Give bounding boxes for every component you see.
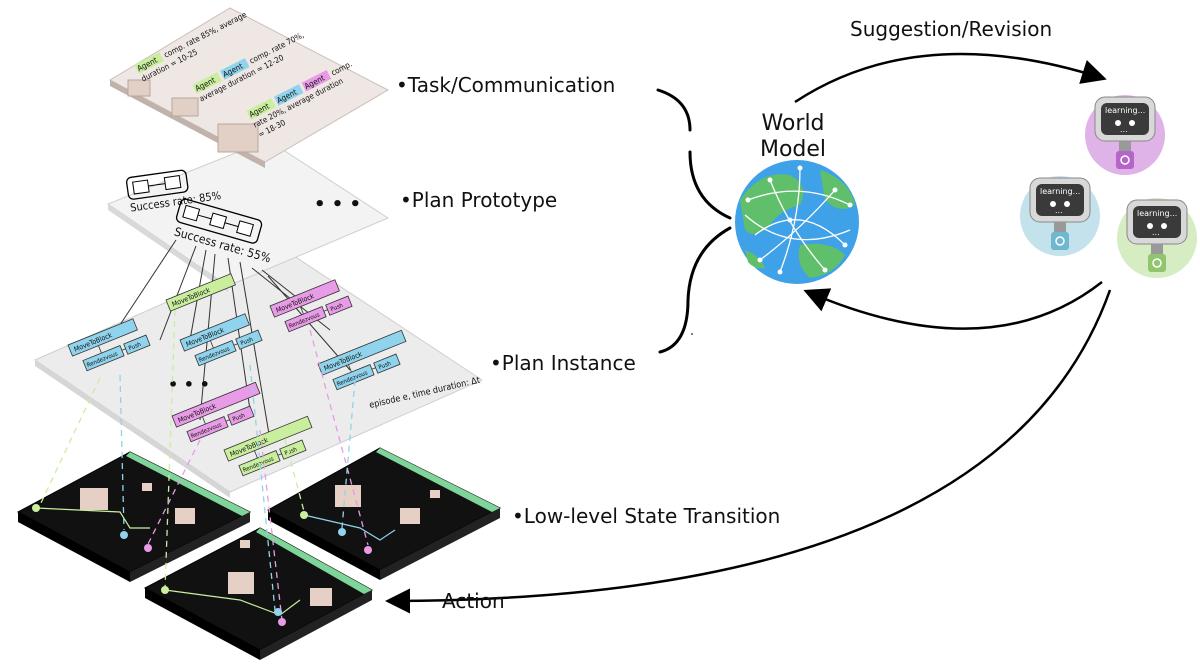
instance-move-box xyxy=(171,381,261,428)
robot-neck xyxy=(1151,244,1163,254)
action-arrow xyxy=(385,289,1112,614)
world-model-line2: Model xyxy=(760,137,826,162)
instance-move-box xyxy=(67,318,138,357)
instance-move-box xyxy=(317,329,407,376)
world-model-line1: World xyxy=(761,111,824,136)
robot-screen-text: learning... xyxy=(1105,106,1145,115)
robot-dots: ... xyxy=(1055,206,1063,215)
robot-eye xyxy=(1147,223,1153,229)
layers-brace xyxy=(656,88,732,354)
instance-push-label: Push xyxy=(330,302,345,313)
power-icon xyxy=(1055,236,1065,246)
instance-push-box xyxy=(325,295,353,316)
robot-agent: learning...... xyxy=(1085,95,1165,175)
robot-body xyxy=(1051,232,1069,250)
instance-push-box xyxy=(227,405,255,426)
agent-highlight xyxy=(219,58,250,80)
robot-screen xyxy=(1133,206,1181,238)
robot-screen-text: learning... xyxy=(1137,209,1177,218)
robot-screen xyxy=(1101,103,1149,135)
prototype-ellipsis: • • • xyxy=(314,194,361,215)
robot-eye xyxy=(1129,120,1135,126)
label-plan-instance: •Plan Instance xyxy=(490,351,636,375)
instance-push-label: Push xyxy=(240,336,255,347)
instance-push-label: Push xyxy=(284,446,299,457)
instance-push-box xyxy=(235,329,263,350)
lowlevel-board-right xyxy=(266,447,502,580)
robot-body xyxy=(1148,254,1166,272)
agent-highlight xyxy=(134,52,164,74)
agent-highlight xyxy=(301,70,332,92)
agent-highlight xyxy=(273,84,304,106)
task-cube xyxy=(171,97,199,117)
task-cube xyxy=(217,123,259,153)
lowlevel-board-left xyxy=(16,451,252,582)
robot-agent: learning...... xyxy=(1117,198,1197,278)
agent-highlight xyxy=(192,72,222,94)
instance-push-label: Push xyxy=(232,412,247,423)
instance-push-box xyxy=(279,439,307,460)
instance-move-box xyxy=(223,415,313,462)
instance-move-box xyxy=(165,273,236,312)
robot-screen-text: learning... xyxy=(1040,187,1080,196)
feedback-arrow xyxy=(803,281,1103,330)
instance-move-box xyxy=(179,313,250,352)
robot-eye xyxy=(1064,201,1070,207)
robot-dots: ... xyxy=(1120,125,1128,134)
instance-push-label: Push xyxy=(128,341,143,352)
robots: learning......learning......learning....… xyxy=(1020,95,1197,278)
instance-push-box xyxy=(373,353,401,374)
instance-push-label: Push xyxy=(378,360,393,371)
label-lowlevel: •Low-level State Transition xyxy=(512,504,780,528)
plan-prototype-layer xyxy=(106,139,390,292)
label-plan-prototype: •Plan Prototype xyxy=(400,188,557,212)
robot-eye xyxy=(1050,201,1056,207)
instance-push-box xyxy=(123,334,151,355)
suggestion-label: Suggestion/Revision xyxy=(850,17,1052,41)
label-task-communication: •Task/Communication xyxy=(396,73,615,97)
action-label: Action xyxy=(442,589,505,613)
robot-body xyxy=(1116,151,1134,169)
task-cube xyxy=(127,79,151,97)
robot-agent: learning...... xyxy=(1020,176,1100,256)
robot-eye xyxy=(1115,120,1121,126)
dashed-projections xyxy=(39,309,369,621)
power-icon xyxy=(1152,258,1162,268)
power-icon xyxy=(1120,155,1130,165)
robot-screen xyxy=(1036,184,1084,216)
robot-neck xyxy=(1054,222,1066,232)
robot-eye xyxy=(1161,223,1167,229)
world-model-globe xyxy=(735,160,859,284)
lowlevel-board-front xyxy=(143,527,374,660)
robot-dots: ... xyxy=(1152,228,1160,237)
agent-highlight xyxy=(246,98,276,120)
robot-neck xyxy=(1119,141,1131,151)
instance-ellipsis: • • • xyxy=(168,375,210,394)
instance-move-box xyxy=(269,279,340,318)
suggestion-arrow xyxy=(794,52,1107,104)
